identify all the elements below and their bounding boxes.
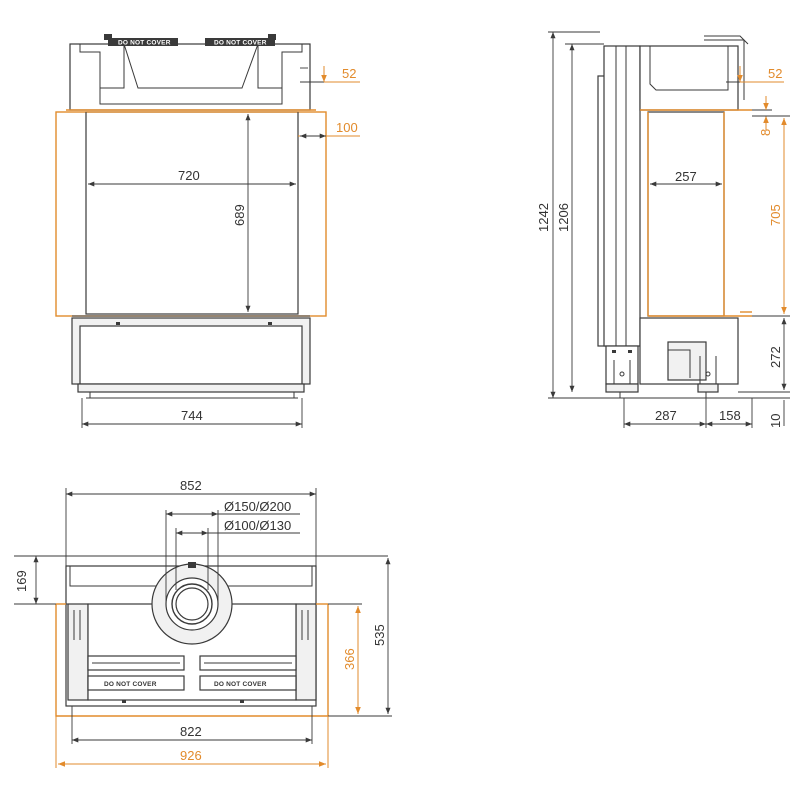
top-body: DO NOT COVER DO NOT COVER [55,562,329,717]
dim-852: 852 [180,478,202,493]
dim-10: 10 [768,414,783,428]
dim-169: 169 [14,570,29,592]
dim-52-front: 52 [342,66,356,81]
flue-inner-label: Ø100/Ø130 [224,518,291,533]
dim-705: 705 [768,204,783,226]
top-label-left: DO NOT COVER [104,681,157,688]
dim-720: 720 [178,168,200,183]
side-dimensions: 1242 1206 52 8 257 705 [536,31,790,428]
dim-287: 287 [655,408,677,423]
dim-744: 744 [181,408,203,423]
dim-100: 100 [336,120,358,135]
dim-158: 158 [719,408,741,423]
dim-822: 822 [180,724,202,739]
dim-1242: 1242 [536,203,551,232]
top-dimensions: 852 Ø150/Ø200 Ø100/Ø130 169 535 [14,478,392,768]
flue-pipe [151,562,233,645]
dim-52-side: 52 [768,66,782,81]
dim-535: 535 [372,624,387,646]
side-body [597,35,752,399]
top-label-right: DO NOT COVER [214,681,267,688]
dim-689: 689 [232,204,247,226]
front-dimensions: 720 689 744 52 100 [81,66,360,428]
flue-outer-label: Ø150/Ø200 [224,499,291,514]
front-firebox [55,111,327,317]
front-label-left: DO NOT COVER [118,40,171,47]
front-base [71,315,311,399]
front-view: DO NOT COVER DO NOT COVER [55,34,360,428]
front-label-right: DO NOT COVER [214,40,267,47]
dim-272: 272 [768,346,783,368]
dim-8: 8 [758,129,773,136]
dim-366: 366 [342,648,357,670]
dim-926: 926 [180,748,202,763]
dim-1206: 1206 [556,203,571,232]
front-hood: DO NOT COVER DO NOT COVER [66,34,316,111]
dim-257: 257 [675,169,697,184]
side-view: 1242 1206 52 8 257 705 [536,31,790,428]
top-view: DO NOT COVER DO NOT COVER [14,478,392,768]
